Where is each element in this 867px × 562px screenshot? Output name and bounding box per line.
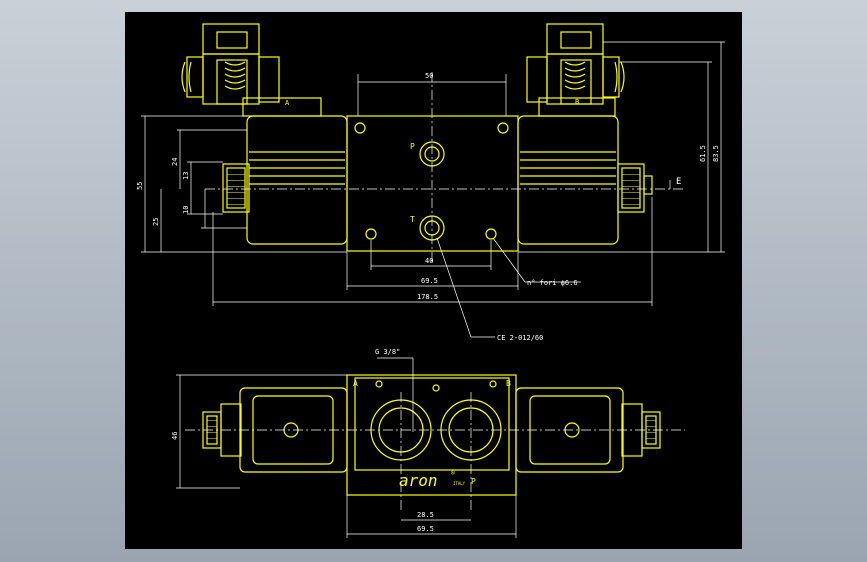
port-a-label-bottom: A: [353, 379, 358, 388]
cad-drawing: P T A B: [136, 23, 725, 538]
dim-overall: 178.5: [417, 293, 438, 301]
valve-body-top: [346, 115, 519, 252]
note-standard: CE 2-012/60: [497, 334, 543, 342]
dim-left-4: 10: [182, 206, 190, 214]
left-solenoid-coil: [222, 115, 348, 245]
dim-top-width: 50: [425, 72, 433, 80]
top-view: [181, 23, 653, 252]
dim-body: 69.5: [421, 277, 438, 285]
dim-left-main: 55: [136, 182, 144, 190]
brand-sub: ITALY: [453, 481, 466, 486]
dim-left-bottom: 46: [171, 432, 179, 440]
dim-height-inner: 61.5: [699, 145, 707, 162]
right-solenoid-coil: [517, 115, 653, 245]
port-a-label-top: A: [285, 99, 290, 107]
left-connector-top: [181, 23, 322, 117]
top-dimensions: [141, 41, 725, 338]
dim-left-1: 24: [171, 158, 179, 166]
port-p-label: P: [410, 142, 415, 151]
top-center-lines: [205, 72, 685, 262]
brand-mark: ®: [451, 470, 455, 477]
port-b-label-top: B: [575, 98, 579, 106]
drawing-sheet: P T A B: [125, 12, 742, 549]
dim-body-width: 69.5: [417, 525, 434, 533]
dim-left-3: 25: [152, 218, 160, 226]
dim-left-2: 13: [182, 172, 190, 180]
dim-port-spacing: 28.5: [417, 511, 434, 519]
right-connector-top: [526, 23, 625, 117]
port-mark-p: P: [471, 477, 476, 486]
marker-e: E: [676, 177, 681, 187]
thread-label: G 3/8": [375, 348, 400, 356]
dim-t-spacing: 40: [425, 257, 433, 265]
dim-height-outer: 83.5: [712, 145, 720, 162]
bottom-center-lines: [185, 392, 685, 512]
port-t-label: T: [410, 215, 415, 224]
port-b-label-bottom: B: [506, 379, 511, 388]
note-holes: n° fori ϕ6.6: [527, 279, 578, 287]
brand-logo: aron: [399, 471, 438, 490]
bottom-dimensions: [176, 357, 517, 538]
